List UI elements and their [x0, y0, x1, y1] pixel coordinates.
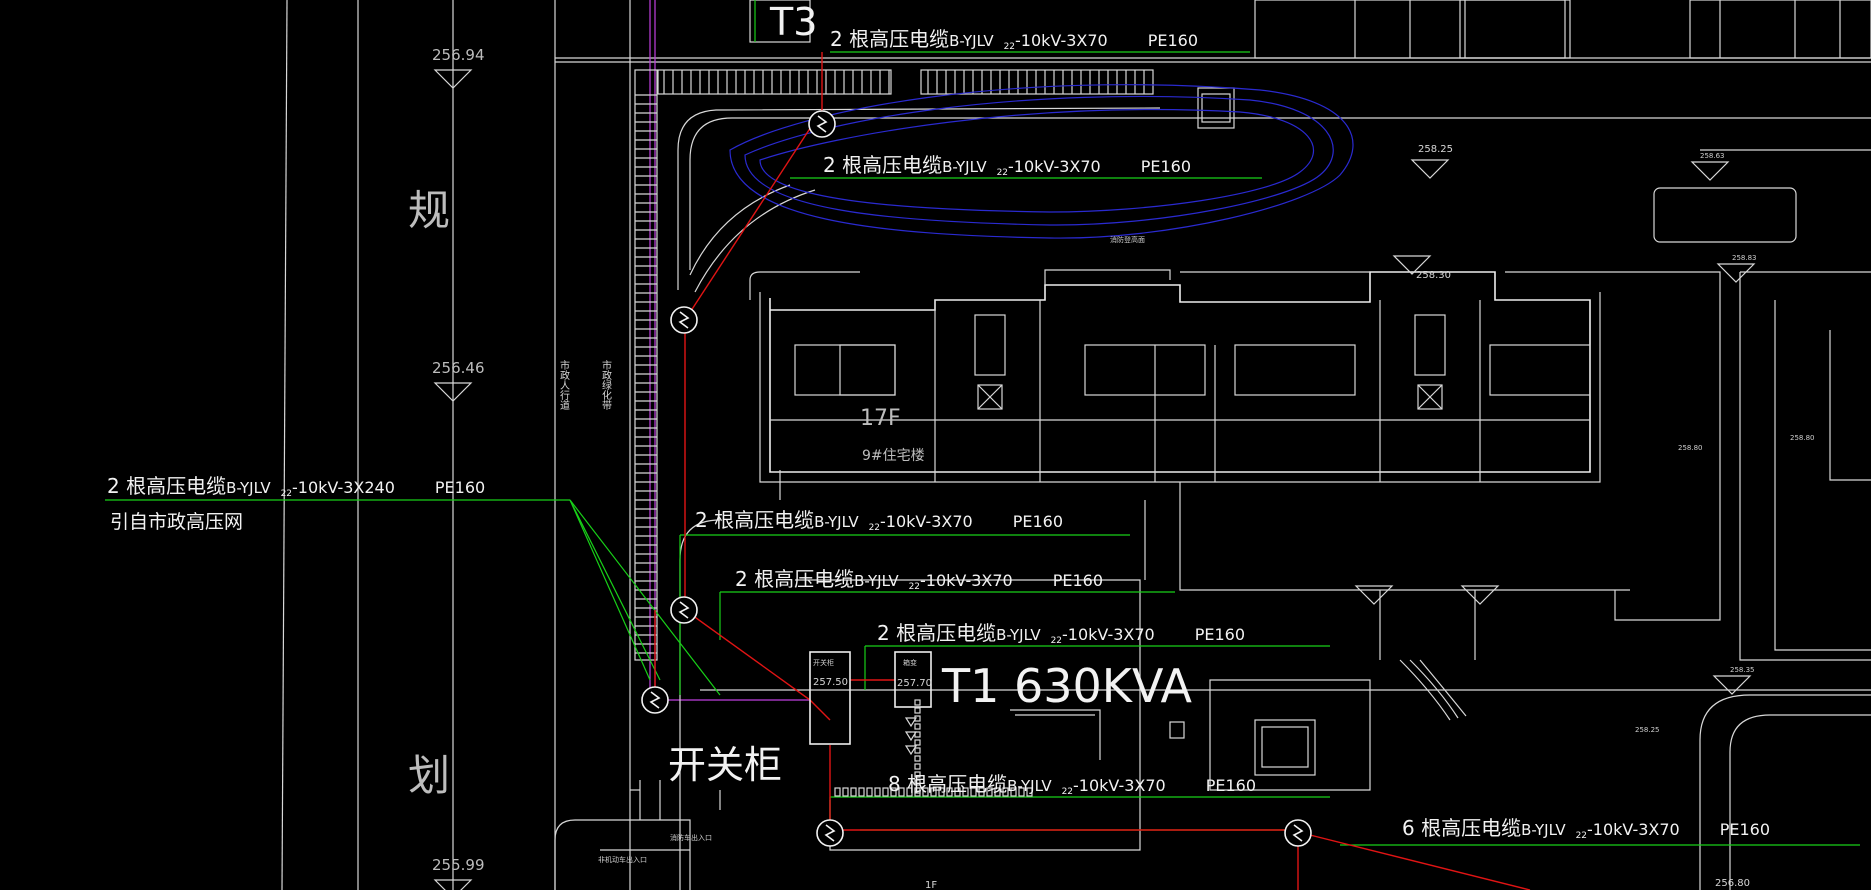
elevation-marker-icon	[433, 382, 473, 402]
fire-exit-label: 消防车出入口	[670, 833, 712, 842]
elevation-marker-icon	[1392, 255, 1432, 275]
elevation-label-4: 258.25	[1418, 144, 1453, 155]
building-name: 9#住宅楼	[862, 448, 925, 464]
switchgear-label: 开关柜	[668, 743, 782, 787]
elevation-marker-icon	[1354, 585, 1394, 605]
building-floors: 17F	[860, 406, 901, 431]
transformer-box-label: 箱变	[903, 658, 917, 667]
plan-char-2: 划	[408, 751, 450, 800]
manholes	[641, 110, 1312, 847]
elevation-label-1: 256.94	[432, 46, 485, 64]
parking-strip-2	[920, 69, 1154, 95]
transformer-box-elev: 257.70	[897, 678, 932, 689]
exit-area	[554, 780, 721, 890]
fire-access-area	[729, 84, 1354, 239]
elevation-marker-icon	[1410, 159, 1450, 179]
vehicle-exit-label: 非机动车出入口	[598, 855, 647, 864]
parking-stripes	[663, 70, 1145, 94]
elevation-marker-icon	[1460, 585, 1500, 605]
elevation-label-2: 256.46	[432, 359, 485, 377]
elevation-marker-icon	[1712, 675, 1752, 695]
manhole-icon	[808, 110, 836, 138]
switchgear-small-label: 开关柜	[813, 658, 834, 667]
switchgear-elev: 257.50	[813, 677, 848, 688]
manhole-icon	[670, 596, 698, 624]
manhole-icon	[1284, 819, 1312, 847]
elevation-marker-icon	[1690, 161, 1730, 181]
elevation-label-13: 258.80	[1678, 444, 1703, 452]
sidewalk-stripes	[635, 94, 657, 654]
switchgear-box[interactable]: 开关柜 257.50	[809, 651, 851, 745]
transformer-label: T1 630KVA	[941, 659, 1192, 713]
fire-area-label: 消防登高面	[1110, 235, 1145, 244]
greenbelt-label: 市政绿化带	[600, 359, 612, 411]
source-note: 引自市政高压网	[110, 511, 243, 533]
elevation-marker-icon	[1716, 263, 1756, 283]
top-mark: T3	[769, 0, 817, 44]
top-structures	[749, 0, 1871, 243]
elevation-label-11: 258.35	[1730, 666, 1755, 674]
sidewalk-label: 市政人行道	[558, 359, 570, 410]
elevation-label-7: 258.63	[1700, 152, 1725, 160]
cable-leaders	[105, 0, 1860, 846]
plan-char-1: 规	[408, 186, 450, 235]
elevation-markers	[433, 69, 1756, 890]
dotted-lines	[834, 699, 1033, 797]
elevation-label-12: 258.25	[1635, 726, 1660, 734]
cable-routes-red	[654, 52, 1531, 890]
elevation-label-14: 258.80	[1790, 434, 1815, 442]
manhole-icon	[641, 686, 669, 714]
manhole-icon	[816, 819, 844, 847]
elevation-marker-icon	[433, 69, 473, 89]
parking-strip-1	[657, 69, 892, 95]
elevation-label-10: 256.80	[1715, 878, 1750, 889]
elevation-label-6: 258.83	[1732, 254, 1757, 262]
elevation-marker-icon	[433, 879, 473, 890]
road-lines	[281, 0, 1871, 890]
elevation-label-3: 255.99	[432, 856, 485, 874]
manhole-icon	[670, 306, 698, 334]
site-boundary	[649, 0, 810, 701]
floor-1f-label: 1F	[925, 880, 937, 890]
transformer-box[interactable]: 箱变 257.70	[894, 651, 932, 756]
elevation-label-5: 258.30	[1416, 270, 1451, 281]
